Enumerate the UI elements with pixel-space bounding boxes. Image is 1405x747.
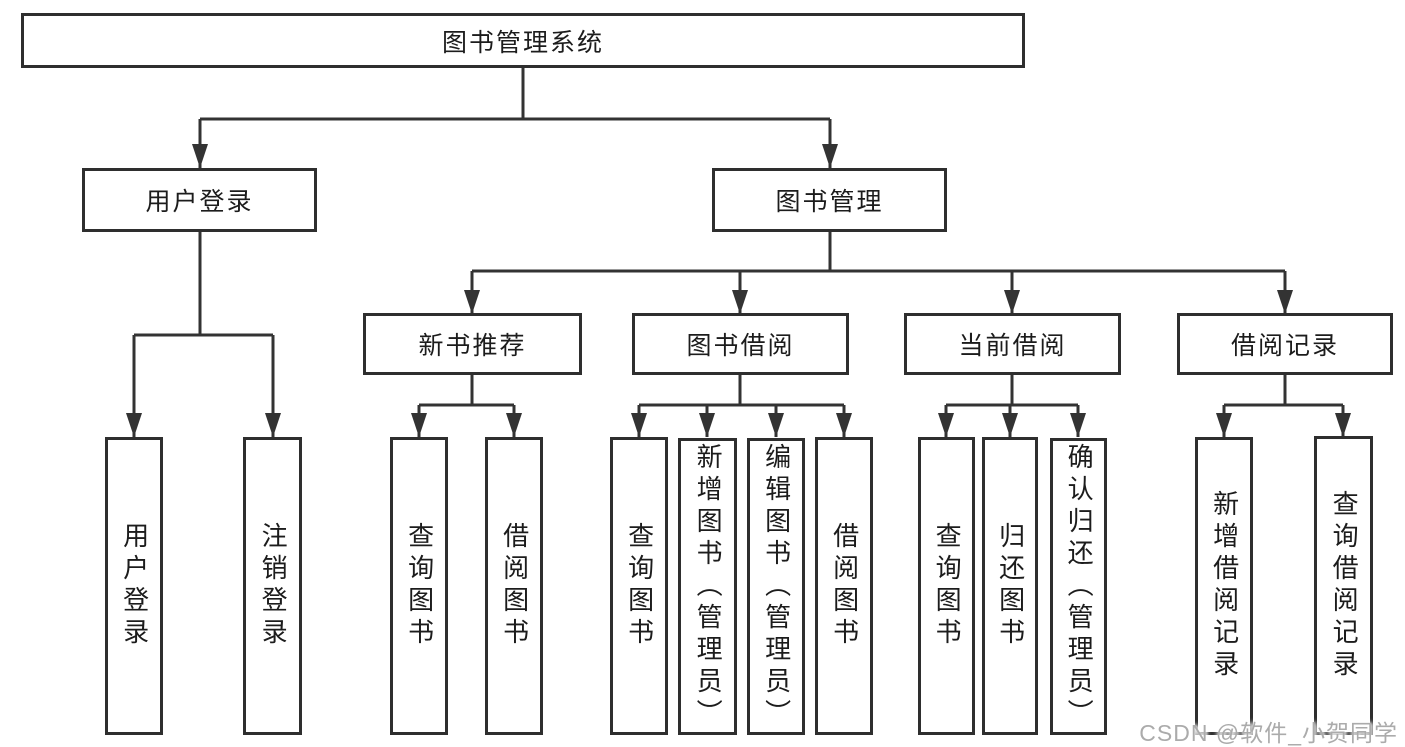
node-new-book-recommend: 新书推荐 (363, 313, 582, 375)
leaf-confirm-return-admin: 确认归还（管理员） (1050, 438, 1107, 735)
leaf-return-book: 归还图书 (982, 437, 1038, 735)
leaf-label: 新增图书（管理员） (693, 442, 724, 731)
leaf-add-book-admin: 新增图书（管理员） (678, 438, 737, 735)
connector-newbook-to-leaves (417, 375, 516, 437)
connector-bookmgmt-to-level3 (470, 232, 1287, 314)
csdn-watermark: CSDN @软件_小贺同学 (1139, 720, 1398, 746)
node-book-mgmt: 图书管理 (712, 168, 947, 232)
connector-bookborrow-to-leaves (637, 375, 846, 437)
leaf-query-borrow-record: 查询借阅记录 (1314, 436, 1373, 735)
leaf-borrow-book-recommend: 借阅图书 (485, 437, 543, 735)
leaf-label: 查询图书 (624, 522, 655, 650)
leaf-query-book-current: 查询图书 (918, 437, 975, 735)
node-book-borrow: 图书借阅 (632, 313, 849, 375)
leaf-label: 借阅图书 (829, 522, 860, 650)
node-borrow-records: 借阅记录 (1177, 313, 1393, 375)
connector-records-to-leaves (1222, 375, 1345, 437)
leaf-add-borrow-record: 新增借阅记录 (1195, 437, 1253, 735)
leaf-logout: 注销登录 (243, 437, 302, 735)
leaf-label: 新增借阅记录 (1209, 490, 1240, 682)
node-root: 图书管理系统 (21, 13, 1025, 68)
leaf-query-book-recommend: 查询图书 (390, 437, 448, 735)
arrowheads (126, 144, 1351, 437)
connector-root-to-level2 (198, 68, 832, 168)
leaf-label: 查询图书 (404, 522, 435, 650)
leaf-label: 借阅图书 (499, 522, 530, 650)
leaf-label: 查询图书 (932, 522, 963, 650)
leaf-borrow-book: 借阅图书 (815, 437, 873, 735)
leaf-edit-book-admin: 编辑图书（管理员） (747, 438, 805, 735)
leaf-label: 注销登录 (258, 522, 289, 650)
leaf-label: 归还图书 (995, 522, 1026, 650)
leaf-query-book-borrow: 查询图书 (610, 437, 668, 735)
node-user-login: 用户登录 (82, 168, 317, 232)
connector-userlogin-to-leaves (132, 232, 275, 437)
leaf-user-login: 用户登录 (105, 437, 163, 735)
node-current-borrow: 当前借阅 (904, 313, 1121, 375)
leaf-label: 确认归还（管理员） (1064, 442, 1095, 731)
leaf-label: 查询借阅记录 (1329, 489, 1360, 682)
leaf-label: 编辑图书（管理员） (761, 442, 792, 731)
leaf-label: 用户登录 (119, 522, 150, 650)
